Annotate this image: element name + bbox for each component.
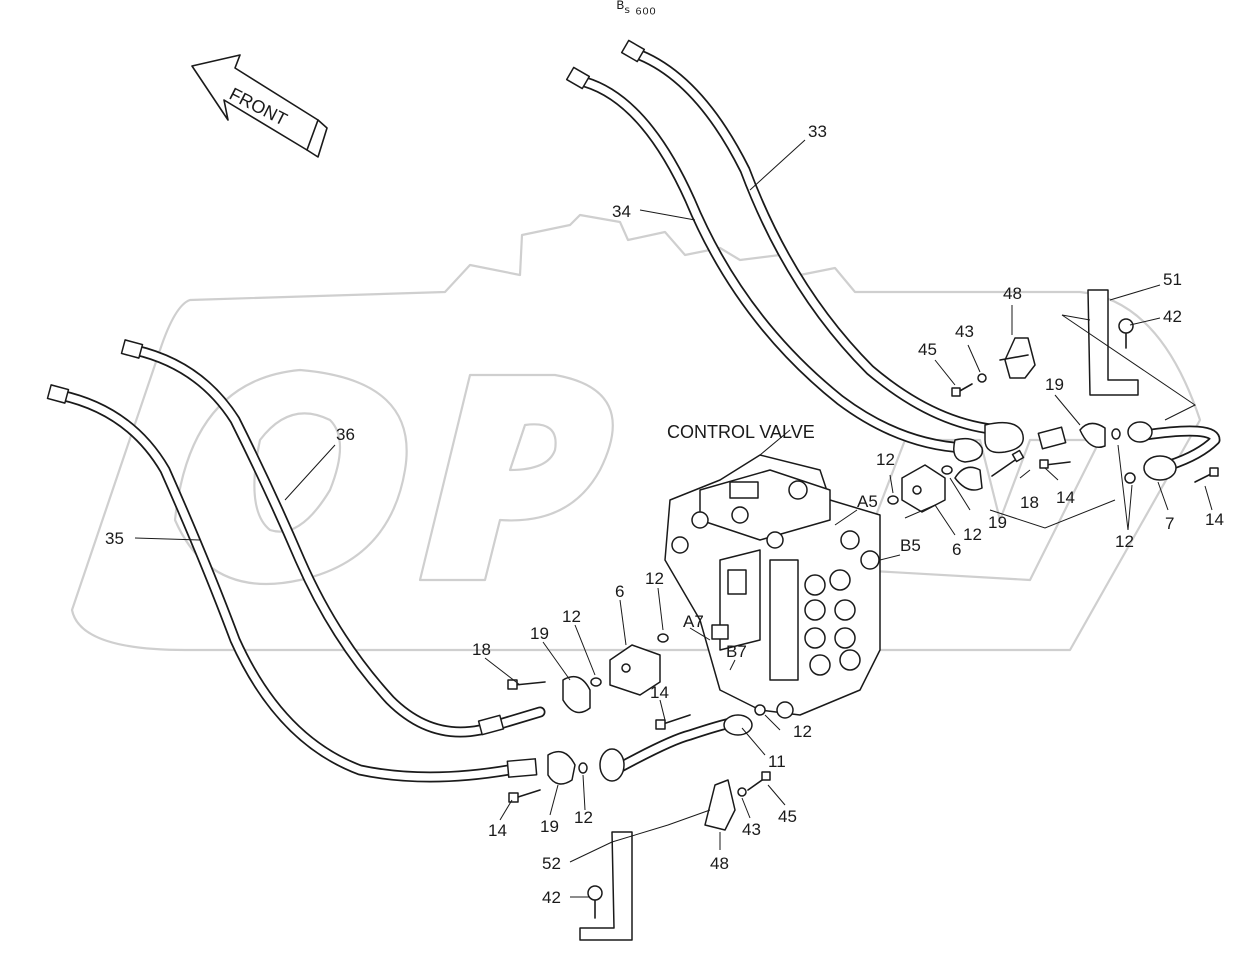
part-label-45-bottom: 45 xyxy=(778,807,797,826)
part-label-7: 7 xyxy=(1165,514,1174,533)
header-code: ᴮₛ ₆₀₀ xyxy=(617,0,656,17)
part-label-12-right-c: 12 xyxy=(1115,532,1134,551)
port-b7: B7 xyxy=(726,642,747,661)
part-label-14-right-b: 14 xyxy=(1205,510,1224,529)
part-label-19-right: 19 xyxy=(1045,375,1064,394)
part-label-43-top: 43 xyxy=(955,322,974,341)
part-label-12-a7: 12 xyxy=(645,569,664,588)
control-valve: CONTROL VALVE xyxy=(664,422,881,719)
port-b5: B5 xyxy=(900,536,921,555)
part-label-34: 34 xyxy=(612,202,631,221)
part-label-33: 33 xyxy=(808,122,827,141)
part-label-48-bottom: 48 xyxy=(710,854,729,873)
right-fittings xyxy=(887,289,1221,513)
part-label-19-left-b: 19 xyxy=(540,817,559,836)
port-a7: A7 xyxy=(683,612,704,631)
hose-35-36 xyxy=(46,339,546,783)
part-label-11: 11 xyxy=(768,752,786,771)
control-valve-label: CONTROL VALVE xyxy=(667,422,815,442)
part-label-43-bottom: 43 xyxy=(742,820,761,839)
part-label-14-mid: 14 xyxy=(650,683,669,702)
part-label-6-right: 6 xyxy=(952,540,961,559)
hose-33-34 xyxy=(565,39,1024,463)
part-label-18-left: 18 xyxy=(472,640,491,659)
part-label-12-left-a: 12 xyxy=(562,607,581,626)
part-label-12-a5: 12 xyxy=(876,450,895,469)
part-label-42-bottom: 42 xyxy=(542,888,561,907)
part-label-42-top: 42 xyxy=(1163,307,1182,326)
part-label-51: 51 xyxy=(1163,270,1182,289)
part-label-36: 36 xyxy=(336,425,355,444)
front-arrow: FRONT xyxy=(191,54,328,158)
part-label-12-right-b: 12 xyxy=(963,525,982,544)
part-label-18-right: 18 xyxy=(1020,493,1039,512)
port-labels: A5 B5 A7 B7 xyxy=(683,492,921,671)
part-label-14-right-a: 14 xyxy=(1056,488,1075,507)
part-label-35: 35 xyxy=(105,529,124,548)
part-label-45-top: 45 xyxy=(918,340,937,359)
left-fittings xyxy=(507,633,771,941)
part-label-12-mid: 12 xyxy=(793,722,812,741)
part-label-6-left: 6 xyxy=(615,582,624,601)
part-label-12-left-b: 12 xyxy=(574,808,593,827)
part-number-labels: 33 34 35 36 51 48 42 43 45 19 12 18 14 1… xyxy=(105,122,1224,907)
part-label-19-left-a: 19 xyxy=(530,624,549,643)
part-label-19-right-b: 19 xyxy=(988,513,1007,532)
leader-lines xyxy=(134,139,1213,898)
part-label-14-left: 14 xyxy=(488,821,507,840)
port-a5: A5 xyxy=(857,492,878,511)
part-label-52: 52 xyxy=(542,854,561,873)
part-label-48-top: 48 xyxy=(1003,284,1022,303)
